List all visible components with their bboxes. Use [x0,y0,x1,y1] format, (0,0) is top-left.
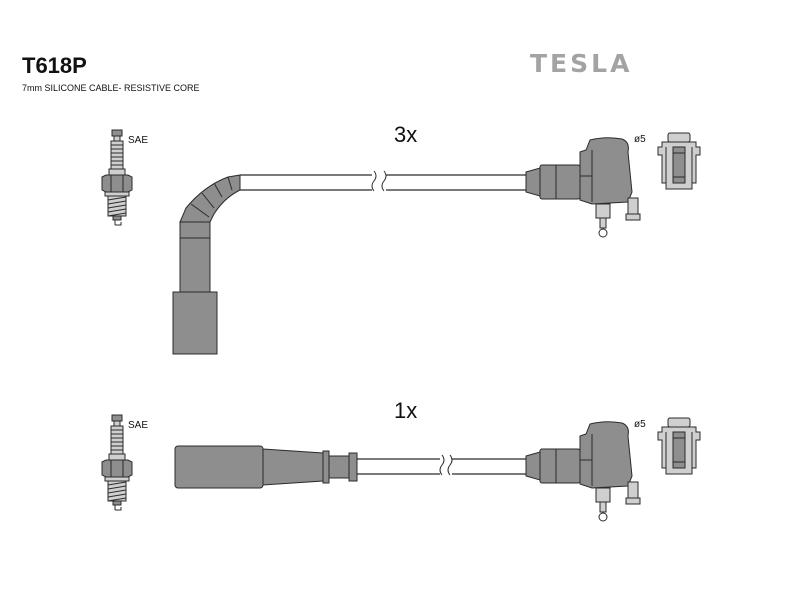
terminal-cap-icon [657,417,701,475]
coil-connector [525,137,641,238]
angled-plug-boot [172,174,241,355]
quantity-label: 3x [394,122,417,147]
cable-set-angled: SAE 3x ø5 [101,122,701,355]
cable-lead [240,170,526,192]
cable-description: 7mm SILICONE CABLE- RESISTIVE CORE [22,83,200,93]
plug-standard-label: SAE [128,420,148,431]
cable-segment-right [452,458,526,475]
terminal-diameter-label: ø5 [634,134,646,145]
cable-set-straight: SAE 1x ø5 [101,398,701,522]
coil-connector [525,421,641,522]
part-number: T618P [22,53,87,78]
cable-break-mark [439,454,453,476]
terminal-cap-icon [657,132,701,190]
terminal-diameter-label: ø5 [634,419,646,430]
straight-plug-boot [174,445,358,489]
cable-break-mark [371,170,387,192]
cable-segment-left [357,458,440,475]
cable-segment-right [386,174,526,191]
plug-standard-label: SAE [128,135,148,146]
cable-segment-left [240,174,372,191]
brand-logo: TESLA [530,49,632,78]
cable-lead [357,454,526,476]
quantity-label: 1x [394,398,417,423]
